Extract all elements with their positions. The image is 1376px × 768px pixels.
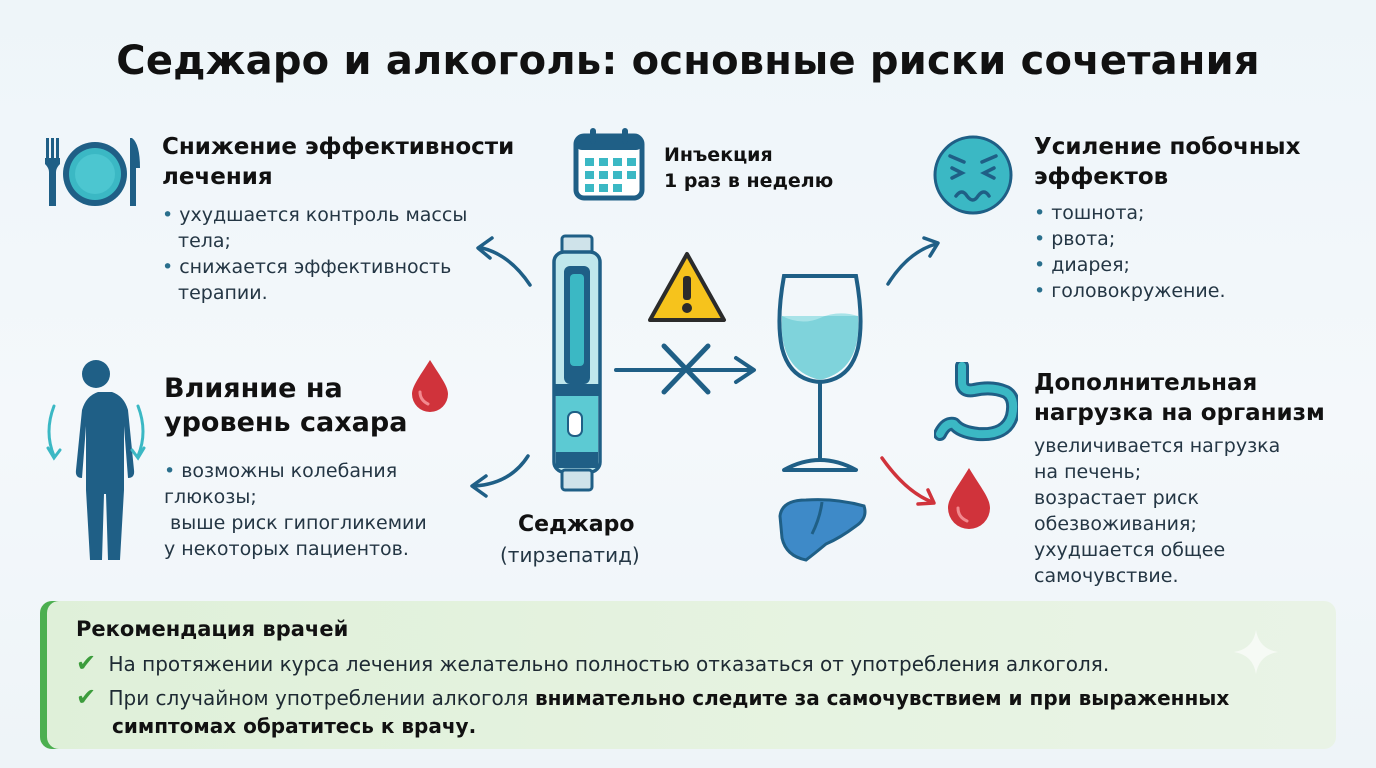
liver-icon [778, 498, 867, 562]
arrow-to-efficacy-icon [476, 236, 532, 287]
side-effects-list: •тошнота; •рвота; •диарея; •головокружен… [1034, 200, 1226, 304]
plate-fork-knife-icon [45, 138, 140, 206]
interaction-cross-arrow-icon [614, 343, 756, 395]
page-title: Седжаро и алкоголь: основные риски сочет… [116, 38, 1260, 84]
drug-name: Седжаро [518, 512, 635, 537]
list-item: •рвота; [1034, 228, 1116, 250]
list-item: •головокружение. [1034, 280, 1226, 302]
nausea-face-icon [933, 135, 1013, 215]
list-item: •диарея; [1034, 254, 1130, 276]
load-text: увеличивается нагрузка на печень; возрас… [1034, 435, 1281, 587]
recommendation-title: Рекомендация врачей [76, 617, 349, 641]
list-item: •тошнота; [1034, 202, 1145, 224]
arrow-to-side-effects-icon [886, 236, 940, 286]
recommendation-box [40, 601, 1336, 749]
arrow-to-load-icon [880, 456, 936, 506]
check-icon: ✔ [76, 649, 97, 677]
blood-drop-icon [948, 468, 990, 529]
recommendation-item: ✔ При случайном употреблении алкоголя вн… [76, 683, 1230, 738]
stomach-icon [934, 362, 1018, 442]
calendar-icon [573, 128, 645, 201]
wine-glass-icon [777, 274, 863, 472]
warning-icon [648, 252, 726, 322]
sugar-text: •возможны колебания глюкозы; выше риск г… [164, 460, 427, 560]
check-icon: ✔ [76, 683, 97, 711]
body-silhouette-icon [46, 360, 146, 560]
blood-drop-icon [412, 360, 448, 412]
sparkle-icon [1234, 630, 1278, 674]
injection-pen-icon [552, 234, 602, 492]
drug-generic: (тирзепатид) [500, 543, 640, 567]
recommendation-item: ✔ На протяжении курса лечения желательно… [76, 649, 1110, 677]
arrow-to-sugar-icon [470, 454, 530, 498]
